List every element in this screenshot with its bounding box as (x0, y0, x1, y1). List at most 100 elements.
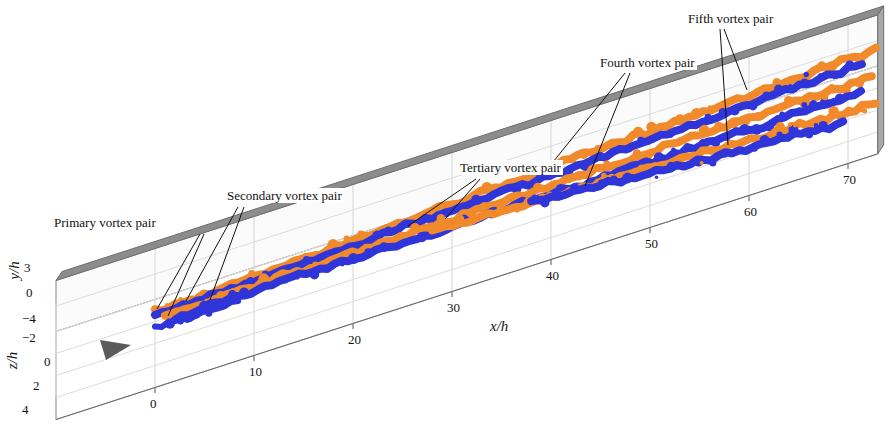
tick-mark (155, 388, 156, 394)
vortex-blob (248, 270, 255, 277)
tick-label: 0 (26, 285, 33, 300)
tick-mark (452, 292, 453, 298)
tick-label: 2 (33, 378, 40, 393)
callout-label: Tertiary vortex pair (458, 160, 563, 175)
left-face (56, 281, 57, 420)
vortex-blob (303, 256, 310, 263)
tick-mark (254, 356, 255, 362)
vortex-blob (574, 171, 583, 180)
vortex-blob (650, 138, 655, 143)
vortex-blob (246, 277, 254, 285)
callout-label: Primary vortex pair (52, 215, 158, 230)
vortex-tube (531, 121, 843, 201)
vortex-blob (344, 236, 350, 242)
leader-line (408, 179, 476, 226)
vortex-blob (748, 101, 757, 110)
tick-label: −2 (22, 330, 36, 345)
vortex-blob (598, 179, 607, 188)
end-face (878, 6, 884, 154)
leader-line (186, 207, 238, 301)
tick-mark (749, 196, 750, 202)
vortex-blob (671, 148, 676, 153)
vortex-blob (691, 132, 697, 138)
vortex-blob (721, 151, 728, 158)
vortex-blob (397, 237, 401, 241)
vortex-blob (565, 177, 572, 184)
box-edge (56, 154, 878, 420)
vortex-blob (384, 227, 392, 235)
vortex-blob (688, 148, 692, 152)
vortex-blob (294, 274, 300, 280)
vortex-blob (679, 127, 684, 132)
tick-label: 0 (150, 396, 157, 411)
vortex-blob (482, 211, 488, 217)
vortex-blob (282, 277, 288, 283)
vortex-blob (818, 73, 825, 80)
vortex-fragment (814, 123, 819, 128)
axis-title: y/h (5, 261, 22, 279)
vortex-blob (788, 84, 793, 89)
grid-line (56, 110, 878, 376)
leader-lines (157, 29, 747, 316)
vortex-blob (318, 254, 323, 259)
vortex-blob (256, 288, 260, 292)
vortex-blob (835, 94, 845, 104)
vortex-blob (205, 310, 212, 317)
vortex-blob (775, 122, 785, 132)
vortex-blob (818, 61, 826, 69)
vortex-blob (603, 161, 610, 168)
vortex-blob (633, 127, 643, 137)
vortex-fragment (862, 109, 867, 114)
vortex-blob (610, 148, 616, 154)
grid-line (56, 88, 878, 354)
vortex-blob (622, 173, 633, 184)
vortex-blob (844, 107, 854, 117)
vortex-blob (646, 122, 656, 132)
vortex-blob (730, 106, 740, 116)
vortex-blob (633, 149, 641, 157)
vortex-blob (709, 160, 716, 167)
vortex-blob (734, 97, 739, 102)
vortex-fragment (774, 79, 778, 83)
vortex-tube (165, 76, 872, 315)
vortex-blob (410, 223, 420, 233)
vortex-blob (813, 93, 821, 101)
vortex-blob (801, 79, 809, 87)
vortex-blob (221, 301, 228, 308)
vortex-blob (482, 182, 493, 193)
vortex-blob (469, 217, 476, 224)
leader-line (720, 29, 728, 145)
tick-mark (353, 324, 354, 330)
vortex-blob (638, 165, 645, 172)
plot-box (56, 6, 884, 420)
vortex-blob (819, 121, 828, 130)
tick-label: 10 (249, 364, 262, 379)
vortex-fragment (655, 175, 659, 179)
vortex-fragment (822, 93, 829, 100)
tick-mark (551, 260, 552, 266)
vortex-blob (760, 135, 770, 145)
vortex-blob (774, 84, 783, 93)
vortex-blob (751, 145, 757, 151)
vortex-blob (751, 124, 762, 135)
leader-line (724, 29, 747, 90)
vortex-blob (855, 79, 864, 88)
vortex-blob (667, 162, 675, 170)
tick-label: 70 (843, 172, 856, 187)
vortex-blob (228, 290, 237, 299)
vortex-blob (410, 238, 416, 244)
leader-line (445, 179, 480, 219)
callout-label: Fourth vortex pair (598, 55, 697, 70)
vortex-blob (395, 243, 399, 247)
vortex-blob (587, 165, 597, 175)
vortex-blob (364, 248, 372, 256)
vortex-blob (578, 149, 588, 159)
tick-mark (848, 164, 849, 170)
vortex-blob (747, 137, 752, 142)
vortex-blob (165, 319, 175, 329)
vortex-blob (667, 132, 673, 138)
vortex-blob (570, 183, 580, 193)
vortex-blob (784, 96, 793, 105)
vortex-blob (708, 105, 713, 110)
